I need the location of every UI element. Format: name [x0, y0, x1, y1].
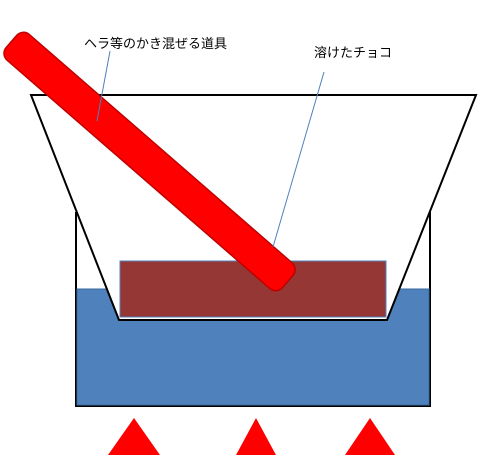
spatula-label: ヘラ等のかき混ぜる道具: [84, 36, 227, 52]
flame-icon: [236, 418, 276, 455]
chocolate-leader-line: [272, 71, 325, 248]
flame-icon: [108, 418, 160, 455]
outer-pot: [75, 212, 431, 407]
melted-chocolate-label: 溶けたチョコ: [314, 46, 392, 61]
spatula-leader-line: [96, 50, 111, 122]
spatula: [3, 31, 296, 292]
flame-icon: [345, 418, 395, 455]
